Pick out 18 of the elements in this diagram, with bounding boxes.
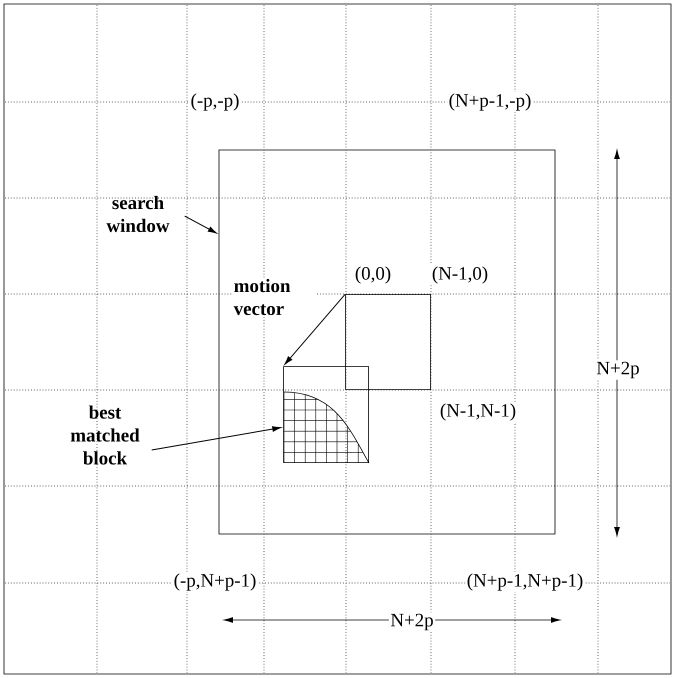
arrow	[151, 426, 281, 450]
dimension-label: N+2p	[594, 360, 642, 380]
callout-text: motion vector	[232, 277, 316, 317]
coordinate-label: (N-1,0)	[430, 264, 490, 286]
coordinate-label: (-p,N+p-1)	[172, 572, 258, 592]
block-square	[345, 294, 431, 390]
coordinate-label: (-p,-p)	[189, 92, 241, 112]
coordinate-label: (N+p-1,-p)	[447, 92, 533, 112]
arrow	[184, 216, 217, 234]
coordinate-label: (0,0)	[353, 264, 393, 286]
block-square	[283, 366, 369, 463]
arrow	[284, 294, 346, 365]
callout-text: search window	[106, 196, 170, 232]
callout-text: best matched block	[70, 405, 140, 465]
coordinate-label: (N+p-1,N+p-1)	[465, 572, 585, 592]
window-rectangle	[218, 150, 556, 534]
dimension-label: N+2p	[388, 612, 436, 632]
coordinate-label: (N-1,N-1)	[438, 402, 518, 422]
